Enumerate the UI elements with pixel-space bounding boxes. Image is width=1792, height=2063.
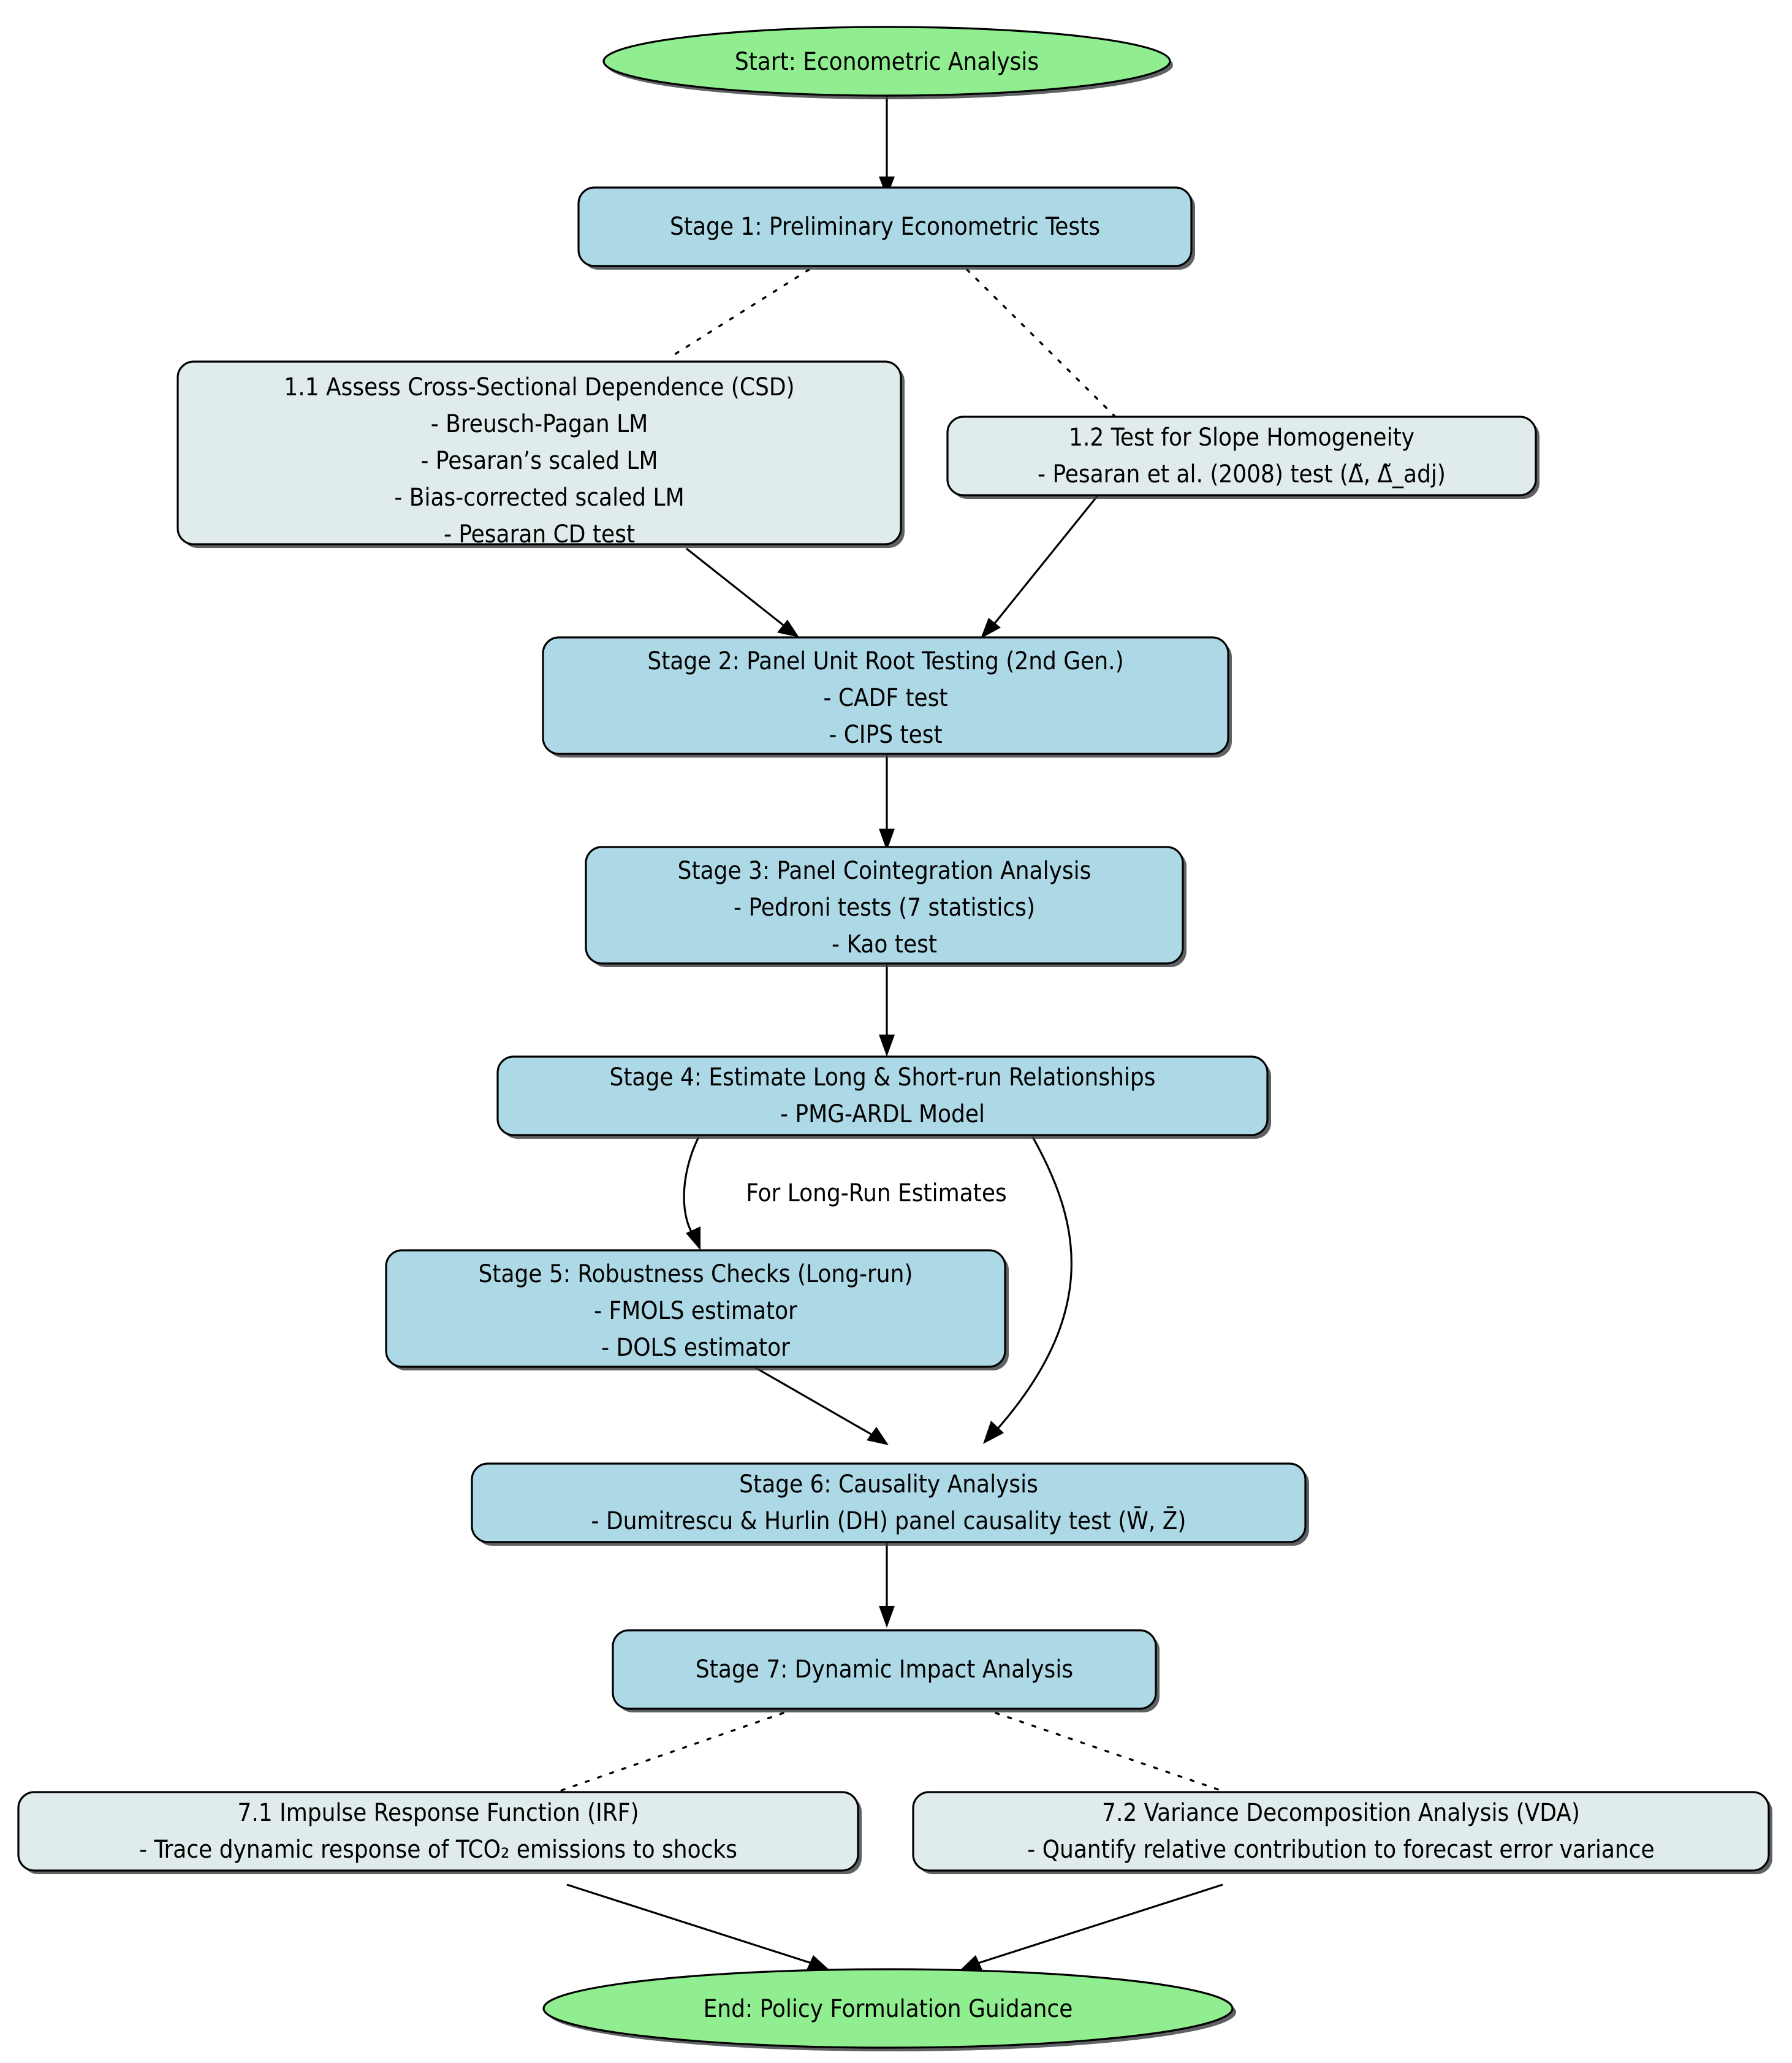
edge-step72-to-end: [961, 1883, 1223, 1970]
node-end-label-0: End: Policy Formulation Guidance: [704, 1995, 1073, 2023]
node-stage2-label-1: - CADF test: [823, 684, 947, 712]
node-step11-label-1: - Breusch-Pagan LM: [431, 410, 648, 438]
node-stage1[interactable]: Stage 1: Preliminary Econometric Tests: [577, 186, 1195, 270]
node-stage5-label-1: - FMOLS estimator: [594, 1297, 797, 1325]
node-stage6-shape[interactable]: [471, 1462, 1307, 1543]
edge-stage5-to-stage6: [753, 1366, 889, 1445]
edge-label-for-long-run-estimates: For Long-Run Estimates: [746, 1179, 1006, 1207]
node-step72[interactable]: 7.2 Variance Decomposition Analysis (VDA…: [912, 1791, 1772, 1874]
node-step71[interactable]: 7.1 Impulse Response Function (IRF) - Tr…: [17, 1791, 862, 1874]
node-stage6[interactable]: Stage 6: Causality Analysis - Dumitrescu…: [471, 1462, 1309, 1546]
node-stage1-shape[interactable]: [577, 186, 1193, 267]
node-stage5-label-0: Stage 5: Robustness Checks (Long-run): [479, 1260, 913, 1288]
edge-stage1-to-step12: [966, 268, 1126, 427]
node-stage4-label-0: Stage 4: Estimate Long & Short-run Relat…: [609, 1063, 1155, 1092]
edge-step71-to-end: [566, 1883, 829, 1970]
node-step12-shape[interactable]: [946, 416, 1537, 496]
node-step71-label-0: 7.1 Impulse Response Function (IRF): [237, 1799, 639, 1827]
edge-step11-to-stage2: [686, 547, 799, 637]
node-stage2[interactable]: Stage 2: Panel Unit Root Testing (2nd Ge…: [542, 636, 1232, 758]
node-step72-shape[interactable]: [912, 1791, 1770, 1872]
node-stage5[interactable]: Stage 5: Robustness Checks (Long-run) - …: [385, 1249, 1009, 1370]
node-step11-shape[interactable]: [177, 360, 902, 545]
node-stage7-label-0: Stage 7: Dynamic Impact Analysis: [696, 1655, 1073, 1684]
edge-stage1-to-step11: [672, 268, 810, 357]
node-end-shape[interactable]: [542, 1968, 1234, 2049]
node-stage7-shape[interactable]: [612, 1629, 1157, 1710]
node-stage5-label-2: - DOLS estimator: [601, 1334, 790, 1362]
node-stage3-shape[interactable]: [585, 846, 1184, 965]
node-stage3-label-0: Stage 3: Panel Cointegration Analysis: [678, 857, 1092, 885]
node-stage5-shape[interactable]: [385, 1249, 1006, 1368]
node-step11-label-3: - Bias-corrected scaled LM: [394, 484, 684, 512]
node-stage6-label-1: - Dumitrescu & Hurlin (DH) panel causali…: [591, 1506, 1186, 1535]
edge-stage4-to-stage6: [983, 1136, 1073, 1444]
node-step12-label-1: - Pesaran et al. (2008) test (Δ̃, Δ̃_adj…: [1038, 460, 1446, 488]
node-stage7[interactable]: Stage 7: Dynamic Impact Analysis: [612, 1629, 1160, 1712]
edge-step12-to-stage2: [981, 489, 1103, 639]
edge-stage6-to-stage7: [879, 1542, 895, 1628]
edge-stage7-to-step72: [995, 1712, 1229, 1794]
node-step11[interactable]: 1.1 Assess Cross-Sectional Dependence (C…: [177, 360, 905, 549]
node-step11-label-0: 1.1 Assess Cross-Sectional Dependence (C…: [284, 373, 794, 401]
node-stage1-label-0: Stage 1: Preliminary Econometric Tests: [670, 213, 1100, 241]
node-step71-label-1: - Trace dynamic response of TCO₂ emissio…: [139, 1836, 737, 1864]
node-start-shape[interactable]: [602, 26, 1171, 97]
edge-start-to-stage1: [879, 92, 895, 197]
node-stage3-label-1: - Pedroni tests (7 statistics): [734, 894, 1035, 922]
node-stage4-label-1: - PMG-ARDL Model: [780, 1100, 985, 1128]
node-stage3-label-2: - Kao test: [832, 930, 937, 959]
edge-layer: For Long-Run Estimates: [553, 92, 1229, 1970]
edge-stage7-to-step71: [553, 1712, 784, 1794]
node-stage2-shape[interactable]: [542, 636, 1229, 755]
node-stage2-label-0: Stage 2: Panel Unit Root Testing (2nd Ge…: [647, 647, 1123, 675]
node-step72-label-0: 7.2 Variance Decomposition Analysis (VDA…: [1102, 1799, 1580, 1827]
node-stage4-shape[interactable]: [496, 1055, 1269, 1136]
node-start-label-0: Start: Econometric Analysis: [735, 48, 1039, 76]
node-step11-label-4: - Pesaran CD test: [444, 520, 635, 549]
node-stage3[interactable]: Stage 3: Panel Cointegration Analysis - …: [585, 846, 1186, 967]
node-stage4[interactable]: Stage 4: Estimate Long & Short-run Relat…: [496, 1055, 1271, 1139]
edge-stage3-to-stage4: [879, 961, 895, 1057]
node-step12-label-0: 1.2 Test for Slope Homogeneity: [1069, 424, 1414, 452]
edge-stage4-to-stage5: [683, 1136, 700, 1250]
node-step12[interactable]: 1.2 Test for Slope Homogeneity - Pesaran…: [946, 416, 1540, 499]
node-start[interactable]: Start: Econometric Analysis: [602, 26, 1173, 99]
node-end[interactable]: End: Policy Formulation Guidance: [542, 1968, 1236, 2051]
edge-stage2-to-stage3: [879, 755, 895, 851]
node-step11-label-2: - Pesaran’s scaled LM: [421, 447, 658, 475]
node-stage2-label-2: - CIPS test: [829, 721, 942, 749]
node-step72-label-1: - Quantify relative contribution to fore…: [1027, 1836, 1654, 1864]
node-stage6-label-0: Stage 6: Causality Analysis: [739, 1470, 1038, 1499]
node-step71-shape[interactable]: [17, 1791, 859, 1872]
